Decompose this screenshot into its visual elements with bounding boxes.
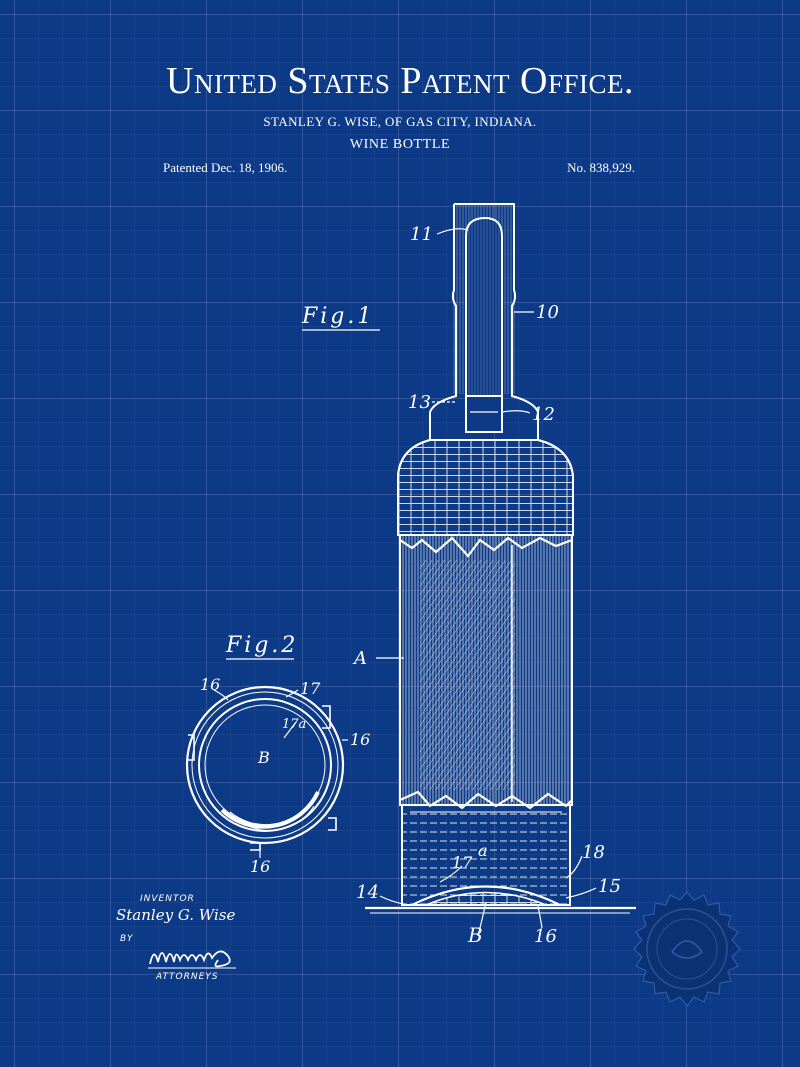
fig2-ref-B: B <box>257 748 270 767</box>
fig2-ref-16-bottom: 16 <box>250 857 270 876</box>
patent-date: Patented Dec. 18, 1906. <box>163 160 288 175</box>
ref-A: A <box>352 648 367 669</box>
fig2-ref-17a: 17a <box>282 717 306 732</box>
ref-16: 16 <box>534 926 557 947</box>
fig2-ref-16-top: 16 <box>200 675 220 694</box>
embossed-seal <box>633 891 741 1007</box>
fig2-base-view <box>185 685 348 858</box>
inventor-signature: Stanley G. Wise <box>116 906 236 924</box>
ref-11: 11 <box>410 224 433 245</box>
ref-17: 17 <box>452 853 473 872</box>
inventor-line: STANLEY G. WISE, OF GAS CITY, INDIANA. <box>263 114 537 129</box>
ref-18: 18 <box>582 842 605 863</box>
fig2-label: Fig.2 <box>225 633 298 660</box>
attorney-signature-mark <box>148 950 236 969</box>
ref-14: 14 <box>356 882 379 903</box>
fig2-ref-17: 17 <box>300 679 321 698</box>
fig1-bottle <box>365 203 636 937</box>
ref-12: 12 <box>532 404 555 425</box>
inventor-label: INVENTOR <box>140 894 195 904</box>
fig2-ref-16-right: 16 <box>350 730 370 749</box>
patent-office-title: United States Patent Office. <box>166 60 634 102</box>
svg-text:Fig.2: Fig.2 <box>225 633 298 658</box>
svg-text:Fig.1: Fig.1 <box>301 304 374 329</box>
ref-15: 15 <box>598 876 621 897</box>
patent-number: No. 838,929. <box>567 160 635 175</box>
ref-13: 13 <box>408 392 431 413</box>
ref-B: B <box>467 923 483 947</box>
fig1-label: Fig.1 <box>301 304 380 331</box>
signature-block: INVENTOR Stanley G. Wise BY ATTORNEYS <box>112 892 312 992</box>
invention-title: WINE BOTTLE <box>349 137 451 152</box>
by-label: BY <box>120 934 134 944</box>
ref-a: a <box>478 841 488 860</box>
ref-10: 10 <box>536 302 559 323</box>
attorneys-label: ATTORNEYS <box>156 972 219 982</box>
